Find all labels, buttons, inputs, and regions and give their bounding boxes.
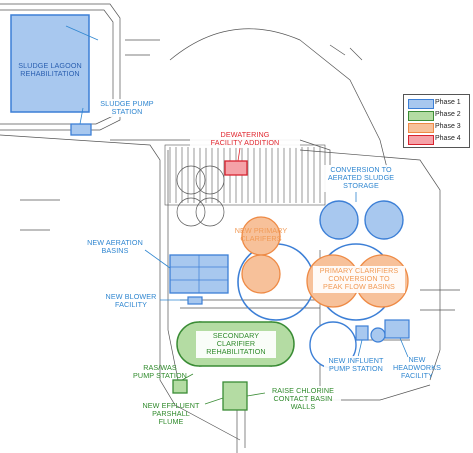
legend-swatch-phase-1 (408, 99, 434, 109)
sludge-pump-station (70, 123, 92, 136)
leader-lines (65, 25, 409, 405)
label-effluent-parshall-flume: NEW EFFLUENT PARSHALL FLUME (142, 401, 200, 427)
label-influent-pump-station: NEW INFLUENT PUMP STATION (324, 356, 388, 375)
label-new-primary-clarifiers: NEW PRIMARY CLARIFERS (234, 226, 288, 244)
legend-label-phase-2: Phase 2 (435, 111, 461, 118)
label-secondary-clarifier: SECONDARY CLARIFIER REHABILITATION (196, 331, 276, 358)
label-chlorine-contact-basin: RAISE CHLORINE CONTACT BASIN WALLS (265, 386, 341, 413)
legend-label-phase-1: Phase 1 (435, 99, 461, 106)
legend-item-phase-1: Phase 1 (408, 98, 468, 109)
sludge-lagoon (10, 14, 90, 113)
label-headworks-facility: NEW HEADWORKS FACILITY (392, 355, 442, 381)
influent-pump-station (355, 325, 369, 341)
secondary-clarifier-outline (199, 321, 272, 367)
raswas-pump-station (172, 379, 188, 394)
label-sludge-pump-station: SLUDGE PUMP STATION (95, 99, 159, 118)
aerated-storage-tank-2 (364, 200, 404, 240)
label-aeration-basins: NEW AERATION BASINS (87, 238, 143, 256)
legend-item-phase-4: Phase 4 (408, 134, 468, 145)
label-raswas-pump-station: RAS/WAS PUMP STATION (133, 363, 187, 381)
dewatering-facility (224, 160, 248, 176)
chlorine-contact-basin (222, 381, 248, 411)
legend-item-phase-3: Phase 3 (408, 122, 468, 133)
aerated-storage-tank-1 (319, 200, 359, 240)
primary-clarifier-2 (241, 254, 281, 294)
legend-item-phase-2: Phase 2 (408, 110, 468, 121)
label-peak-flow-basins: PRIMARY CLARIFIERS CONVERSION TO PEAK FL… (313, 266, 405, 293)
legend-swatch-phase-4 (408, 135, 434, 145)
legend-label-phase-4: Phase 4 (435, 135, 461, 142)
aeration-basin-dividers (170, 255, 228, 293)
label-blower-facility: NEW BLOWER FACILITY (105, 292, 157, 310)
headworks-facility (384, 319, 410, 339)
phase-legend: Phase 1 Phase 2 Phase 3 Phase 4 (403, 94, 470, 148)
legend-swatch-phase-2 (408, 111, 434, 121)
label-sludge-lagoon: SLUDGE LAGOON REHABILITATION (18, 61, 82, 79)
label-aerated-sludge-storage: CONVERSION TO AERATED SLUDGE STORAGE (322, 165, 400, 192)
legend-swatch-phase-3 (408, 123, 434, 133)
influent-circle-2 (370, 327, 386, 343)
label-dewatering-facility: DEWATERING FACILITY ADDITION (190, 130, 300, 149)
blower-facility (187, 296, 203, 305)
legend-label-phase-3: Phase 3 (435, 123, 461, 130)
